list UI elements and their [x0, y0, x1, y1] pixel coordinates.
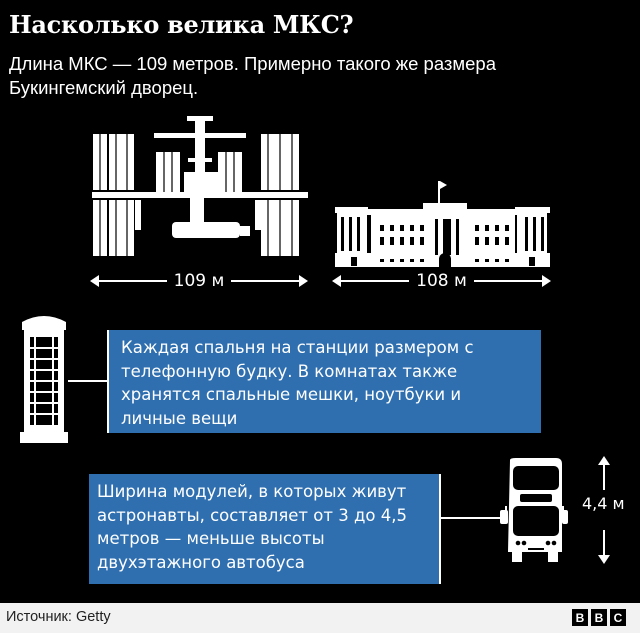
connector-line [68, 380, 108, 382]
bbc-logo-letter: B [572, 609, 588, 626]
buckingham-palace-icon [335, 181, 550, 267]
iss-length-measure: 109 м [90, 271, 308, 291]
phone-booth-fact-text: Каждая спальня на станции размером с тел… [121, 338, 474, 428]
arrow-left-icon [331, 275, 410, 287]
arrow-left-icon [90, 275, 167, 287]
bus-height-label: 4,4 м [582, 494, 625, 513]
phone-booth-fact-box: Каждая спальня на станции размером с тел… [107, 330, 541, 433]
bbc-logo-letter: B [591, 609, 607, 626]
bbc-logo-letter: C [610, 609, 626, 626]
phone-booth-icon [20, 316, 68, 443]
iss-length-label: 109 м [173, 271, 225, 291]
height-arrow-icon [598, 456, 610, 564]
arrow-right-icon [473, 275, 552, 287]
palace-length-measure: 108 м [331, 271, 552, 291]
iss-icon [92, 116, 308, 256]
footer: Источник: Getty B B C [0, 603, 640, 633]
source-label: Источник: Getty [6, 609, 111, 625]
connector-line [441, 517, 501, 519]
arrow-right-icon [231, 275, 308, 287]
page-subtitle: Длина МКС — 109 метров. Примерно такого … [9, 53, 496, 98]
palace-length-label: 108 м [416, 271, 467, 291]
double-decker-bus-icon [500, 458, 568, 562]
bus-fact-box: Ширина модулей, в которых живут астронав… [89, 474, 441, 584]
bbc-logo: B B C [572, 609, 626, 626]
page-title: Насколько велика МКС? [9, 10, 354, 39]
bus-fact-text: Ширина модулей, в которых живут астронав… [97, 482, 407, 572]
